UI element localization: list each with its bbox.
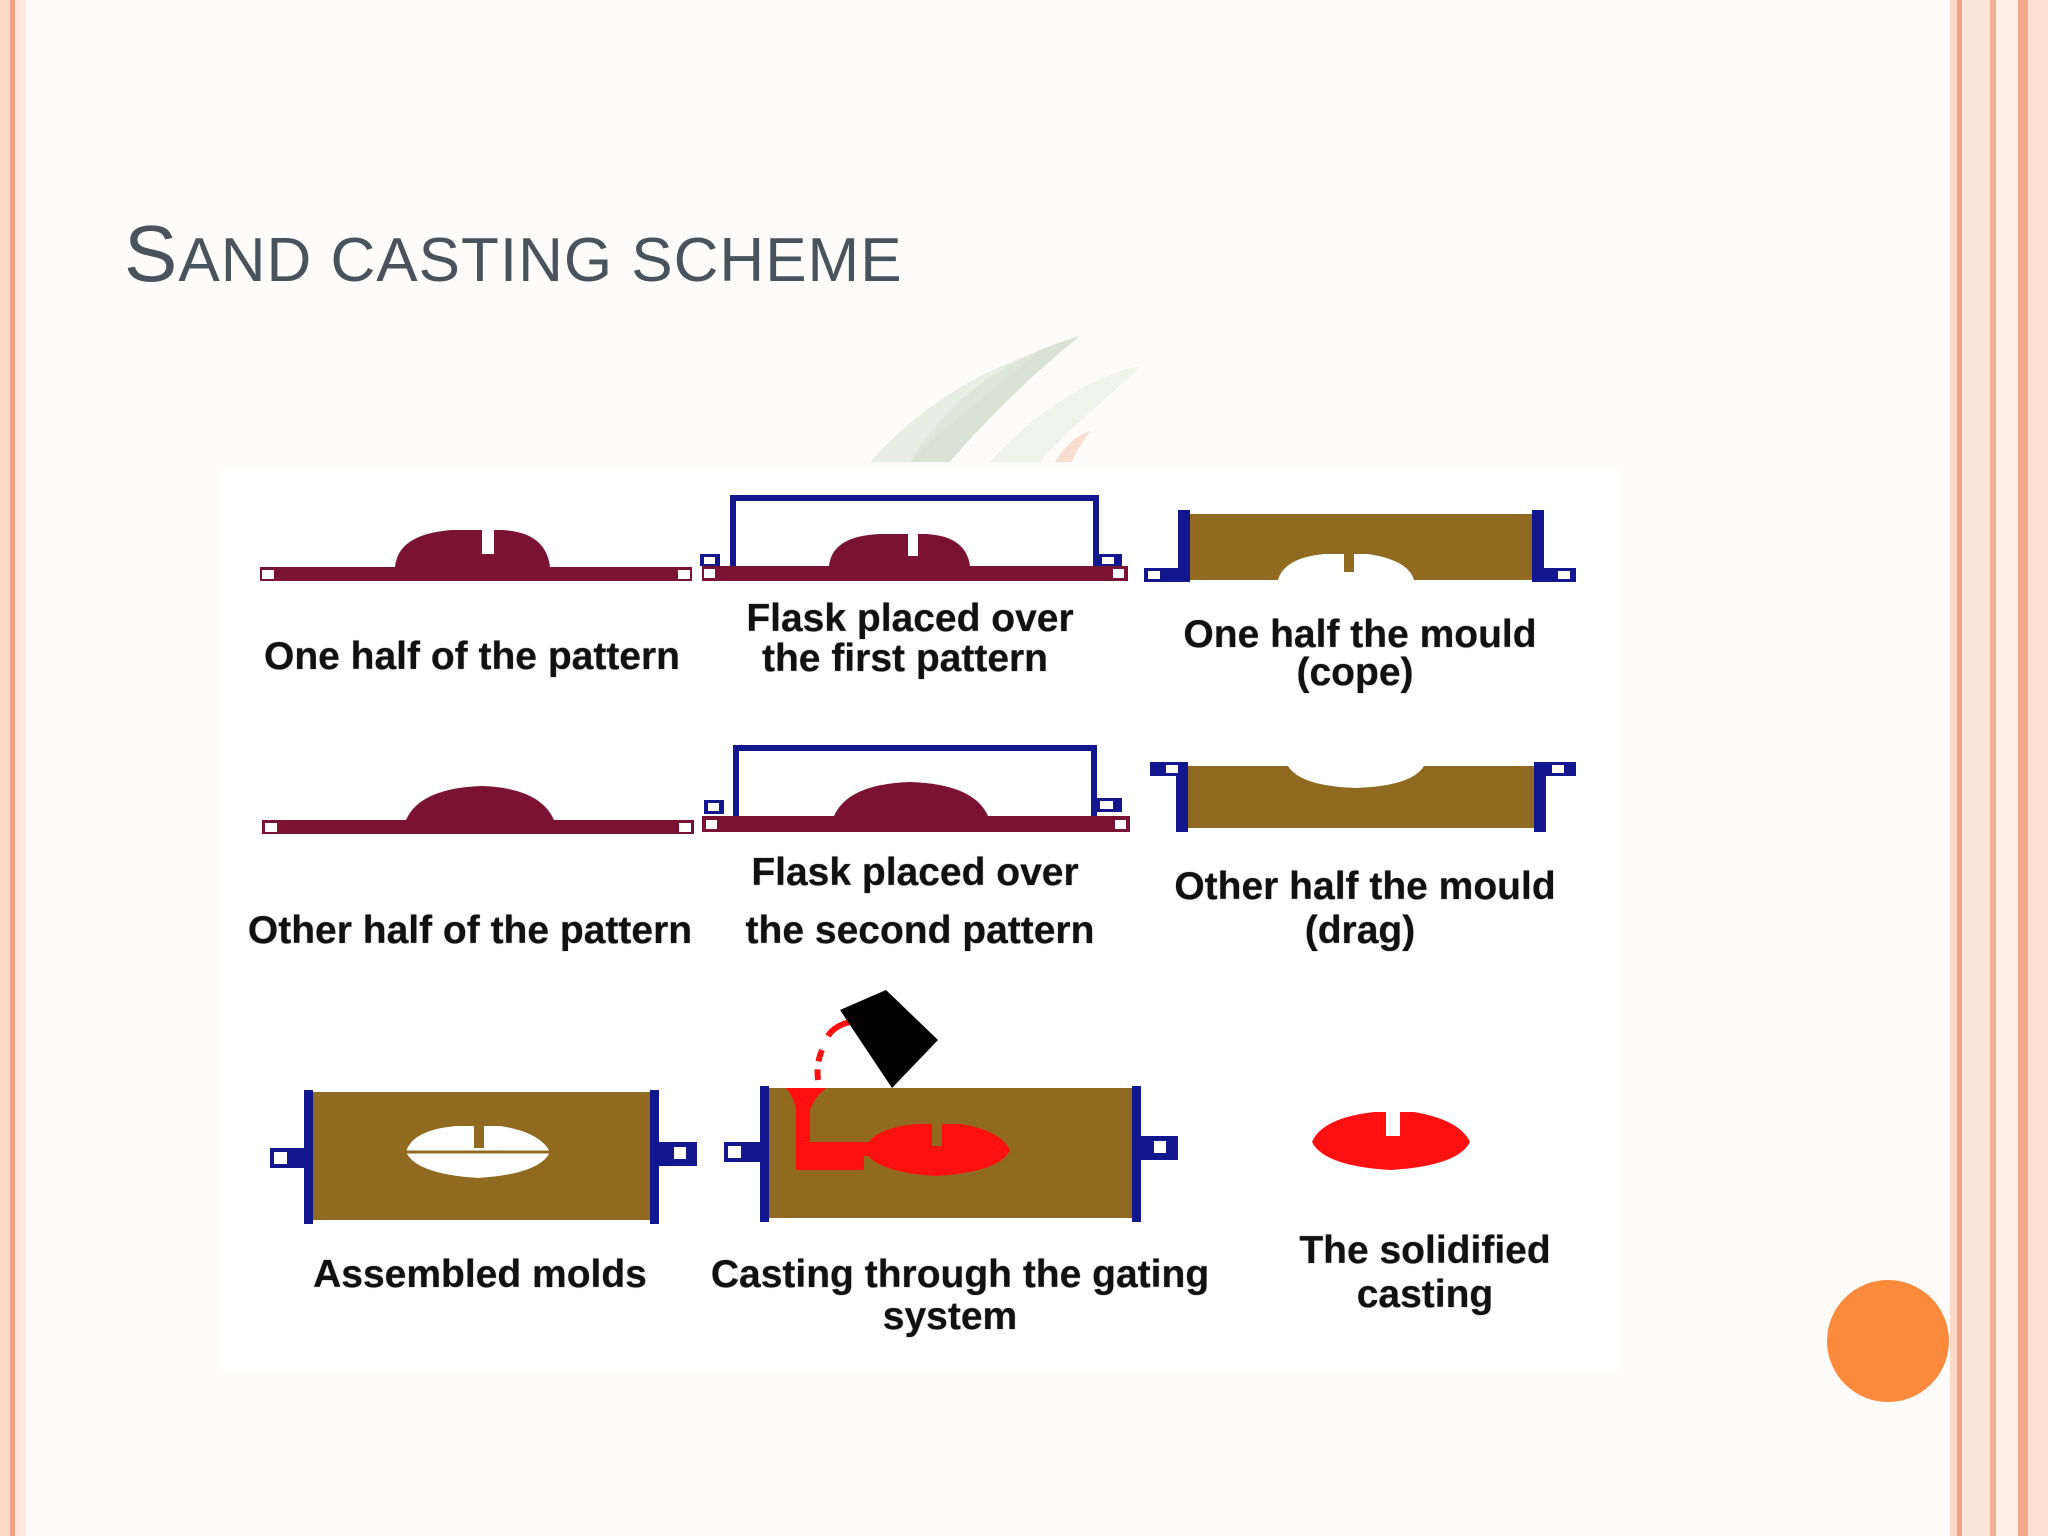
right-border-stripes [1950,0,2048,1536]
solidified-casting [1312,1112,1470,1170]
mould-half-cope [1144,510,1576,582]
pattern-half-other [262,786,694,834]
sand-casting-diagram: One half of the pattern Flask placed ove… [220,470,1620,1370]
label-cope-line2: (cope) [1296,651,1414,694]
label-drag-line2: (drag) [1304,909,1416,952]
mould-half-drag [1150,762,1576,832]
flask-over-second-pattern [702,745,1130,832]
left-border-stripes [0,0,26,1536]
diagram-drawing [260,495,1576,1224]
flask-over-first-pattern [700,495,1128,581]
ladle-icon [840,990,938,1088]
label-flask-first-line1: Flask placed over [746,597,1074,640]
label-other-half-pattern: Other half of the pattern [247,909,693,952]
title-rest: AND CASTING SCHEME [178,226,903,295]
label-flask-first-line2: the first pattern [761,637,1049,680]
label-flask-second-line1: Flask placed over [751,851,1079,894]
assembled-molds [270,1090,697,1224]
label-one-half-pattern: One half of the pattern [263,635,680,678]
leaf-watermark-icon [870,336,1140,462]
label-solidified-line1: The solidified [1299,1229,1551,1272]
pattern-half-one [260,530,692,581]
label-flask-second-line2: the second pattern [745,909,1095,952]
title-initial: S [124,209,179,298]
label-casting-line2: system [882,1295,1018,1338]
slide-title: SAND CASTING SCHEME [124,208,903,300]
label-cope-line1: One half the mould [1183,613,1537,656]
casting-through-gating [724,990,1178,1222]
label-assembled-molds: Assembled molds [313,1253,647,1296]
label-solidified-line2: casting [1356,1273,1494,1316]
accent-circle [1827,1280,1949,1402]
label-drag-line1: Other half the mould [1174,865,1556,908]
label-casting-line1: Casting through the gating [710,1253,1210,1296]
